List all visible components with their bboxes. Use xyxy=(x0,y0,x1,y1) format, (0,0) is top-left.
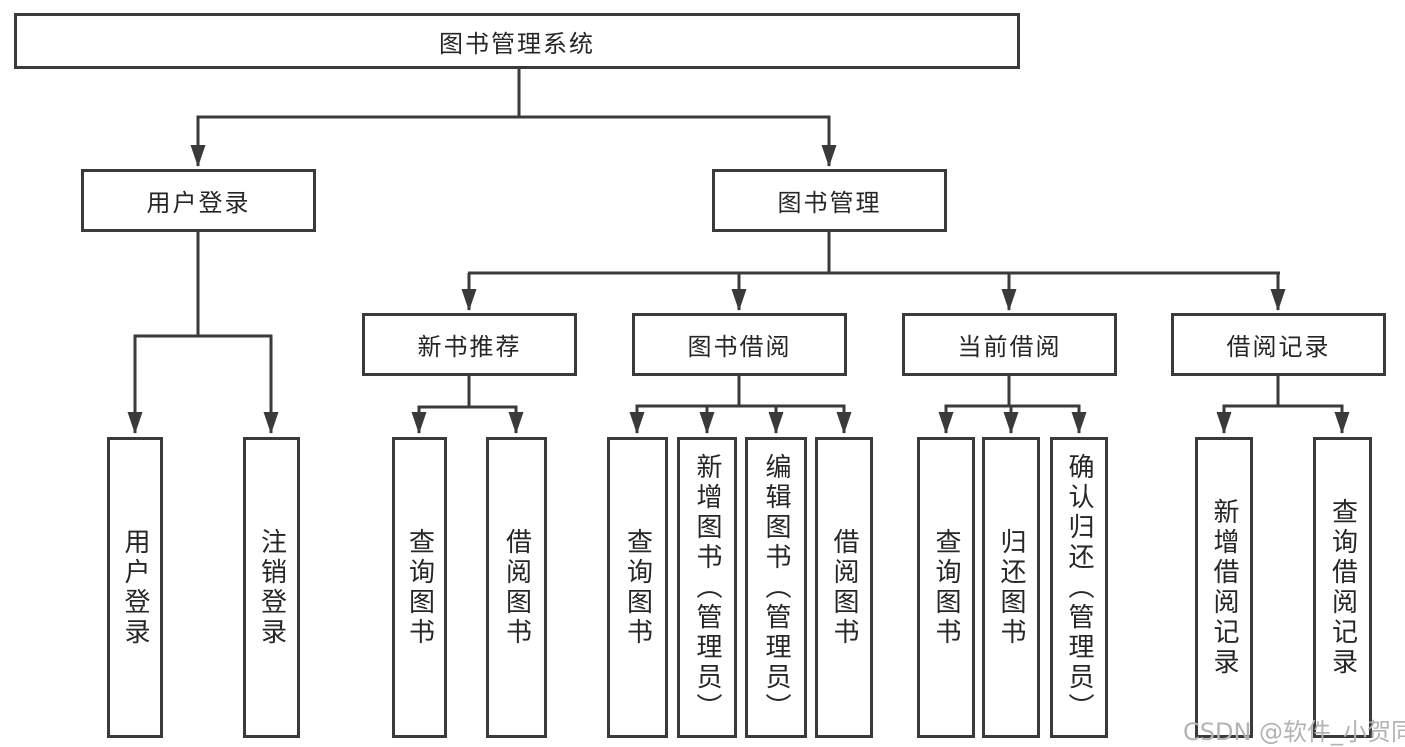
leaf-query-books-recommendation: 查询图书 xyxy=(392,437,447,738)
node-book-borrowing: 图书借阅 xyxy=(632,313,847,376)
leaf-add-borrow-record: 新增借阅记录 xyxy=(1195,437,1253,738)
leaf-edit-books-admin: 编辑图书（管理员） xyxy=(745,437,807,738)
leaf-confirm-return-admin: 确认归还（管理员） xyxy=(1050,437,1108,738)
node-user-login: 用户登录 xyxy=(81,169,316,232)
node-new-book-recommendation: 新书推荐 xyxy=(362,313,577,376)
leaf-borrow-books-recommendation: 借阅图书 xyxy=(486,437,547,738)
leaf-user-login: 用户登录 xyxy=(107,437,163,738)
leaf-query-books-borrowing: 查询图书 xyxy=(607,437,668,738)
leaf-borrow-books-borrowing: 借阅图书 xyxy=(815,437,873,738)
leaf-return-books: 归还图书 xyxy=(982,437,1040,738)
leaf-logout: 注销登录 xyxy=(243,437,300,738)
node-current-borrowing: 当前借阅 xyxy=(902,313,1117,376)
leaf-add-books-admin: 新增图书（管理员） xyxy=(677,437,737,738)
leaf-query-borrow-record: 查询借阅记录 xyxy=(1313,437,1372,738)
node-book-management: 图书管理 xyxy=(712,169,947,232)
node-borrowing-records: 借阅记录 xyxy=(1171,313,1386,376)
leaf-query-books-current: 查询图书 xyxy=(917,437,975,738)
node-library-management-system: 图书管理系统 xyxy=(14,13,1020,69)
